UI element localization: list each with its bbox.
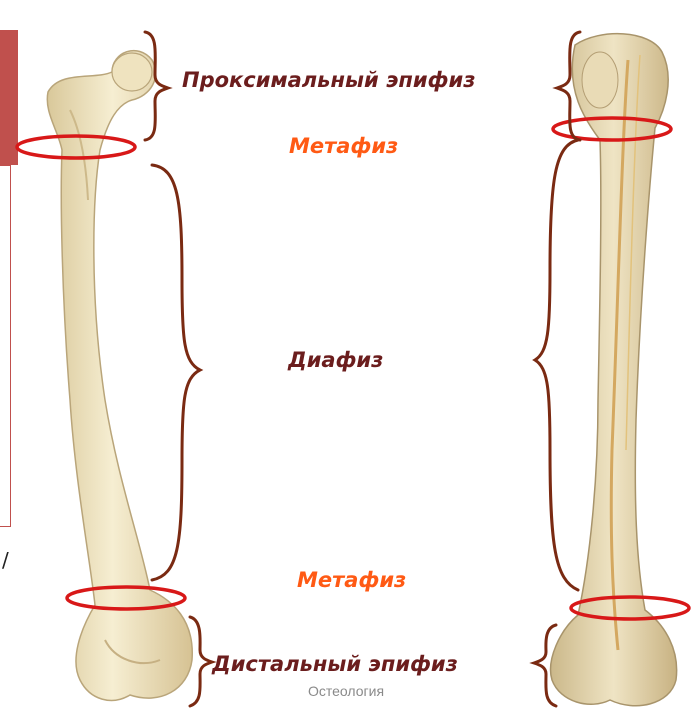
label-proximal-epiphysis: Проксимальный эпифиз [182,68,475,92]
label-metaphysis-bottom: Метафиз [297,568,406,592]
slide-caption: Остеология [308,683,384,699]
brace-left-diaphysis [152,165,200,580]
label-diaphysis: Диафиз [288,348,383,372]
femur-bone-illustration [47,51,192,701]
brace-right-diaphysis [535,140,578,590]
brace-left-distal [190,617,212,706]
label-metaphysis-top: Метафиз [289,134,398,158]
label-distal-epiphysis: Дистальный эпифиз [212,652,458,676]
